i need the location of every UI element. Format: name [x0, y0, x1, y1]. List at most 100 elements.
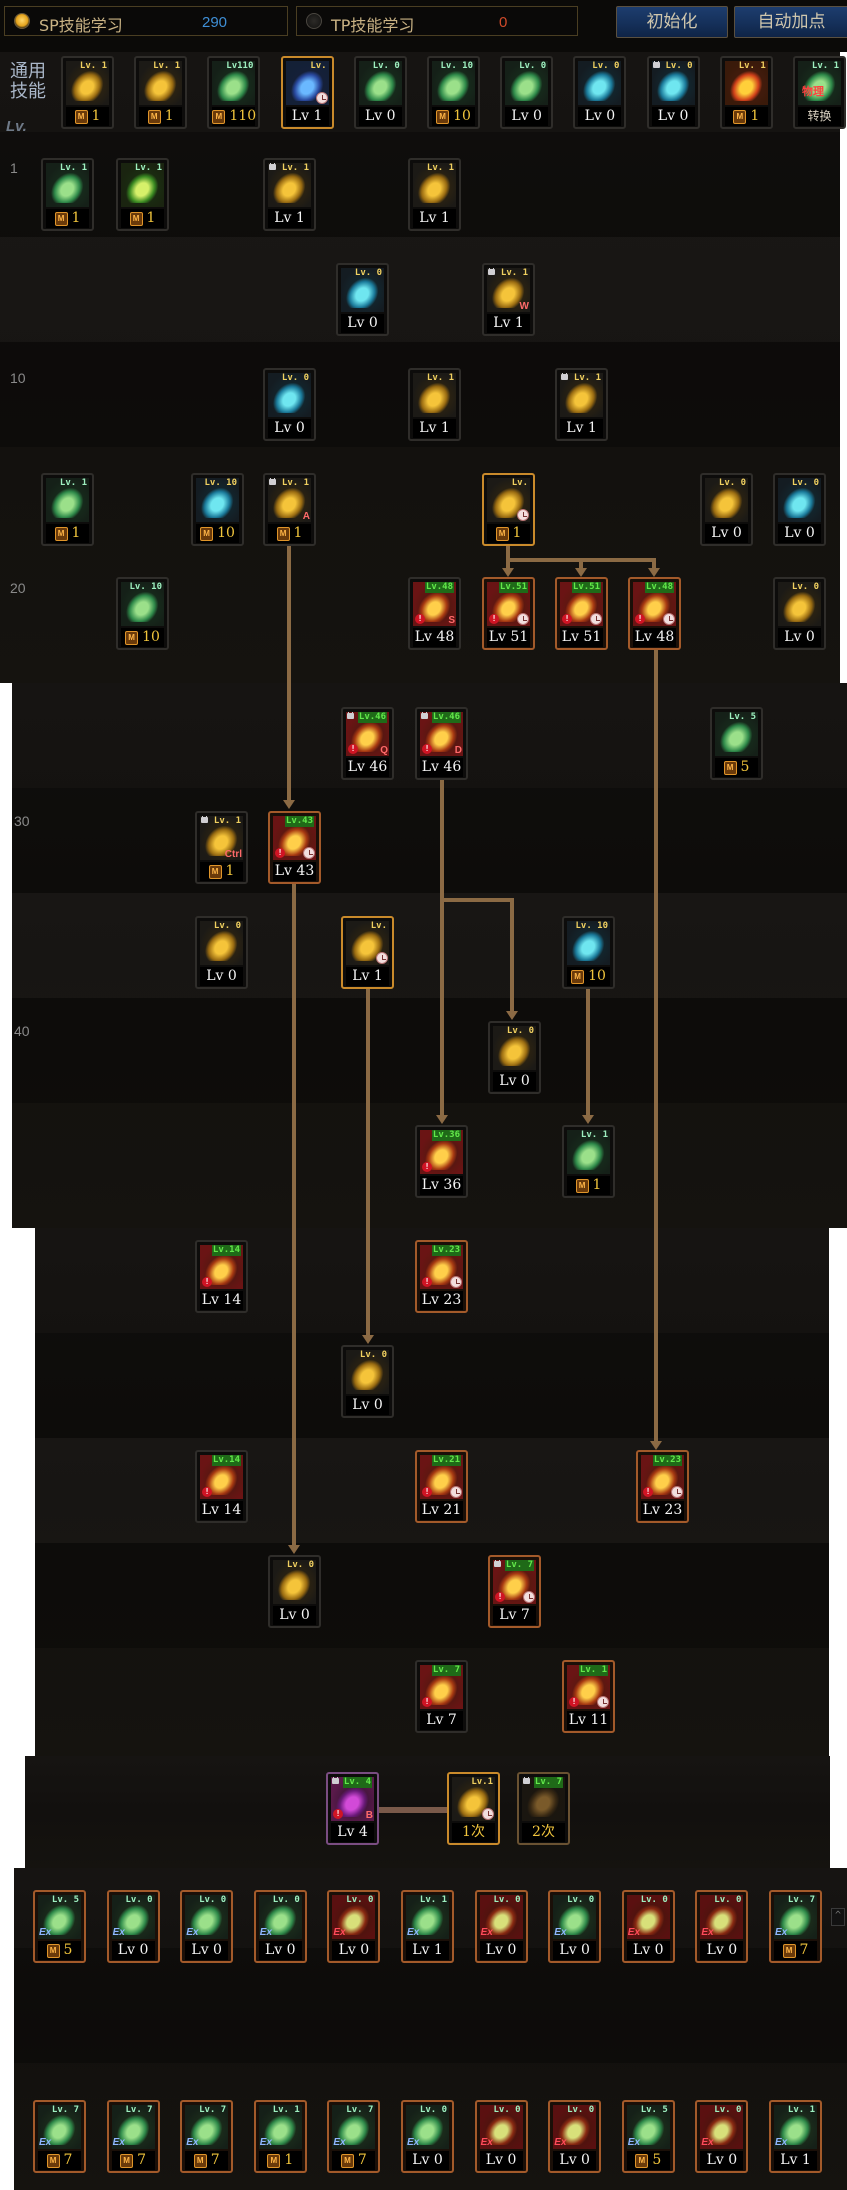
- skill-icon: Lv. 10: [196, 478, 239, 522]
- skill-icon: Lv. 1: [724, 61, 768, 105]
- skill-level-label: Lv 43: [273, 862, 316, 881]
- tree-skill[interactable]: Lv.23!Lv 23: [636, 1450, 689, 1523]
- tree-skill[interactable]: Lv.21!Lv 21: [415, 1450, 468, 1523]
- tree-skill[interactable]: Lv.51!Lv 51: [482, 577, 535, 650]
- mastery-icon: M: [46, 2154, 60, 2168]
- ex-skill-icon: Ex: [701, 1927, 714, 1938]
- skill-level-tag: Lv.51: [571, 582, 601, 593]
- tree-skill[interactable]: Lv.43!Lv 43: [268, 811, 321, 884]
- ex-skill-icon: Ex: [333, 2137, 346, 2148]
- tree-skill[interactable]: Lv. 1!Lv 11: [562, 1660, 615, 1733]
- skill-level-tag: Lv. 1: [153, 61, 181, 71]
- tree-skill[interactable]: Lv.36!Lv 36: [415, 1125, 468, 1198]
- lock-icon: [652, 61, 660, 68]
- tree-skill[interactable]: Lv. 7!Lv 7: [415, 1660, 468, 1733]
- common-skill-4[interactable]: Lv.Lv 1: [280, 56, 334, 129]
- tree-skill[interactable]: Lv.23!Lv 23: [415, 1240, 468, 1313]
- reset-skills-button[interactable]: 初始化: [616, 6, 728, 38]
- clock-icon: [450, 1276, 462, 1288]
- skill-level-tag: Lv. 1: [811, 61, 839, 71]
- tree-skill[interactable]: Lv.Lv 1: [341, 916, 394, 989]
- tree-skill[interactable]: Lv.14!Lv 14: [195, 1450, 248, 1523]
- tab-tp-skill-learning[interactable]: TP技能学习 0: [296, 6, 578, 36]
- scroll-up-button[interactable]: ^: [831, 1908, 845, 1926]
- skill-level-tag: Lv. 1: [281, 478, 309, 488]
- tab-sp-skill-learning[interactable]: SP技能学习 290: [4, 6, 288, 36]
- skill-level-tag: Lv. 0: [419, 2105, 447, 2115]
- tree-skill[interactable]: Lv.48!Lv 48: [628, 577, 681, 650]
- tree-skill[interactable]: Lv.14!Lv 14: [195, 1240, 248, 1313]
- tree-skill[interactable]: Lv. 7!Lv 7: [488, 1555, 541, 1628]
- auto-assign-button[interactable]: 自动加点: [734, 6, 847, 38]
- skill-glyph-icon: [569, 931, 608, 961]
- tree-skill[interactable]: Lv.51!Lv 51: [555, 577, 608, 650]
